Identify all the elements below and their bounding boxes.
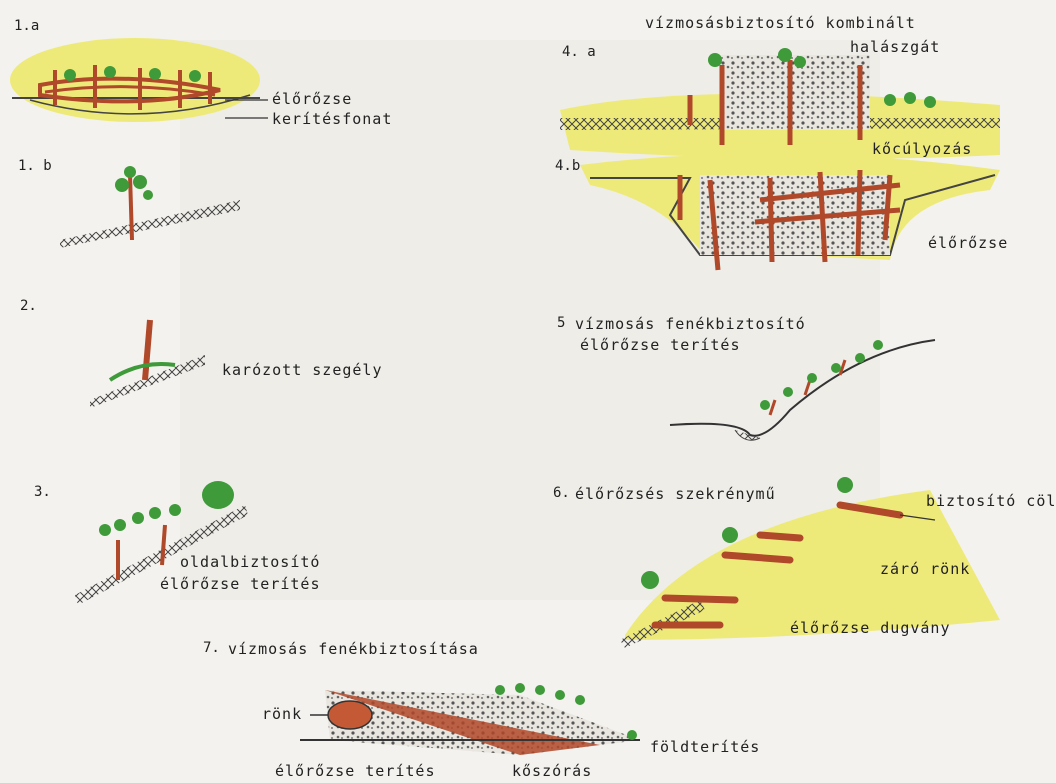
figure-7: [300, 683, 640, 755]
label-7-ronk: rönk: [262, 705, 302, 723]
label-3-elorozse-terites: élőrőzse terítés: [160, 575, 321, 593]
figure-number-2: 2.: [20, 298, 37, 314]
label-7-elorozse-terites: élőrőzse terítés: [275, 762, 436, 780]
label-4a-title: vízmosásbiztosító kombinált: [645, 14, 916, 32]
label-4b-elorozse: élőrőzse: [928, 234, 1008, 252]
label-6-title: élőrőzsés szekrénymű: [575, 485, 776, 503]
label-3-oldalbiztosito: oldalbiztosító: [180, 553, 320, 571]
label-6-zaro-ronk: záró rönk: [880, 560, 970, 578]
figure-number-6: 6.: [553, 485, 570, 501]
label-6-elorozse-dugvany: élőrőzse dugvány: [790, 619, 951, 637]
label-4b-kocuyozas: kőcúlyozás: [872, 140, 972, 158]
figure-number-3: 3.: [34, 484, 51, 500]
label-1a-keritesfonat: kerítésfonat: [272, 110, 392, 128]
figure-number-4b: 4.b: [555, 158, 580, 174]
label-5-elorozse-terites: élőrőzse terítés: [580, 336, 741, 354]
label-7-foldterites: földterítés: [650, 738, 760, 756]
figure-number-1b: 1. b: [18, 158, 52, 174]
figure-number-1a: 1.a: [14, 18, 39, 34]
figure-number-7: 7.: [203, 640, 220, 656]
label-4a-halaszgat: halászgát: [850, 38, 940, 56]
label-1a-elorozse: élőrőzse: [272, 90, 352, 108]
label-7-koszoras: kőszórás: [512, 762, 592, 780]
label-2-karozott-szegely: karózott szegély: [222, 361, 383, 379]
figure-number-4a: 4. a: [562, 44, 596, 60]
figure-number-5: 5: [557, 315, 565, 331]
label-7-title: vízmosás fenékbiztosítása: [228, 640, 479, 658]
label-5-title: vízmosás fenékbiztosító: [575, 315, 806, 333]
label-6-biztosito-colop: biztosító cölöp: [926, 492, 1056, 510]
